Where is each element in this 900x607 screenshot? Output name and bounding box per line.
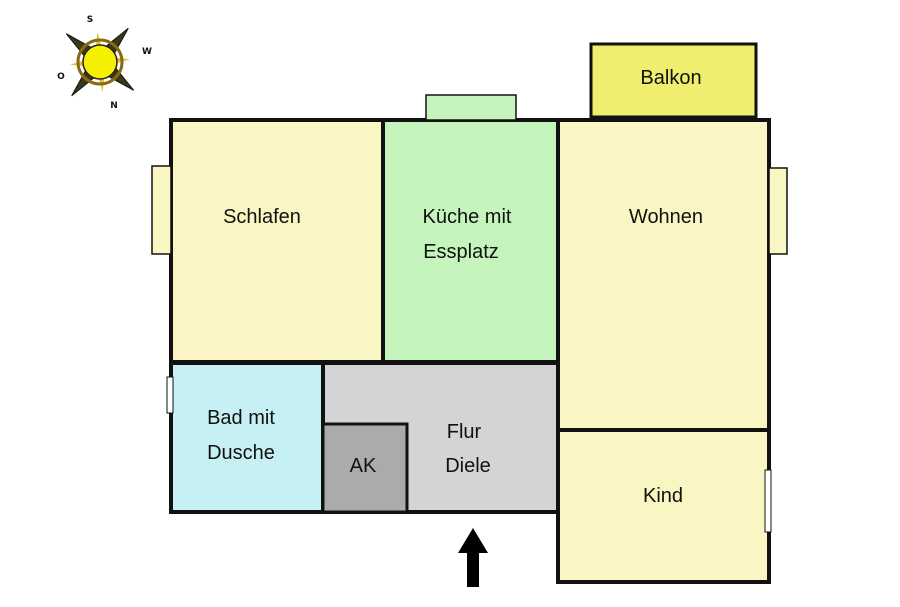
room-flur-label-line1: Flur <box>447 421 482 443</box>
compass-label-south: S <box>87 15 93 25</box>
window-kind <box>764 469 772 533</box>
window-bay-schlafen <box>151 165 172 255</box>
room-wohnen <box>556 118 771 432</box>
room-kind-label: Kind <box>643 485 683 507</box>
compass-label-west: W <box>142 47 152 57</box>
room-flur-label-line2: Diele <box>445 455 491 477</box>
room-balkon-label: Balkon <box>640 67 701 89</box>
compass-label-east: O <box>57 72 65 82</box>
compass-rose-icon: S W O N <box>57 15 152 111</box>
window-bay-wohnen <box>768 167 788 255</box>
room-wohnen-label: Wohnen <box>629 206 703 228</box>
room-ak <box>321 422 409 514</box>
room-schlafen <box>169 118 385 364</box>
room-bad-label-line2: Dusche <box>207 442 275 464</box>
room-bad <box>169 361 325 514</box>
room-kueche-label-line1: Küche mit <box>423 206 512 228</box>
room-kind <box>556 428 771 584</box>
window-bad <box>166 376 174 414</box>
room-ak-label: AK <box>350 455 377 477</box>
window-bay-kueche <box>425 94 517 121</box>
room-bad-label-line1: Bad mit <box>207 407 275 429</box>
room-schlafen-label: Schlafen <box>223 206 301 228</box>
room-kueche-label-line2: Essplatz <box>423 241 499 263</box>
room-balkon <box>589 42 758 119</box>
entrance-arrow-icon <box>458 528 488 587</box>
compass-label-north: N <box>110 101 118 111</box>
